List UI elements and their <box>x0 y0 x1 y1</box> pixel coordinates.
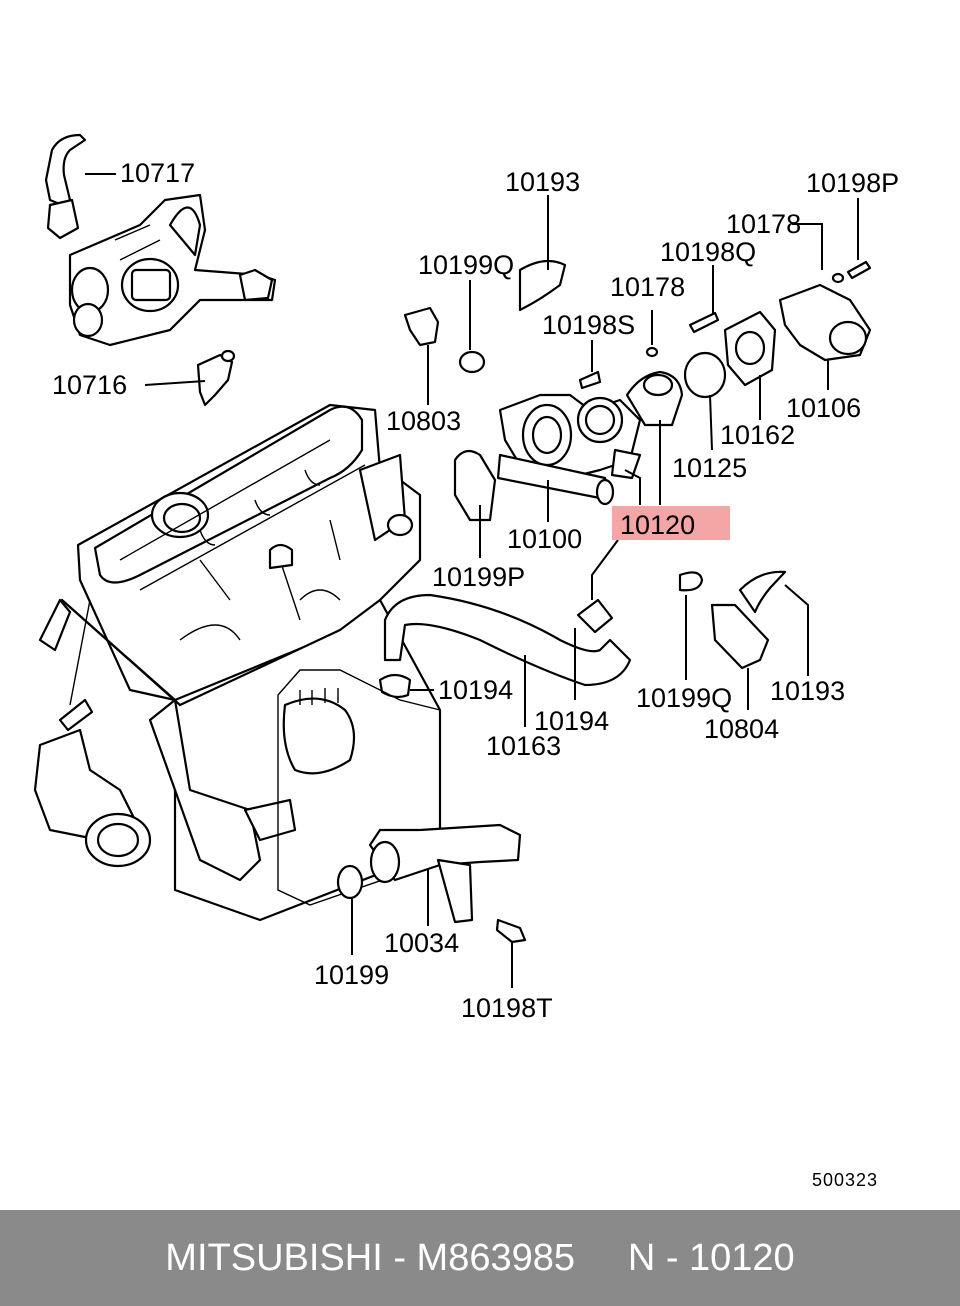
callout-10199: 10199 <box>314 960 389 990</box>
callout-10717: 10717 <box>120 158 195 188</box>
callout-10178-mid: 10178 <box>610 272 685 302</box>
footer-gap <box>575 1237 628 1280</box>
footer-bar: MITSUBISHI - M863985 N - 10120 <box>0 1210 960 1306</box>
callout-10199P: 10199P <box>432 562 525 592</box>
thermostat-housing-drawing <box>403 259 872 522</box>
footer-brand: MITSUBISHI <box>165 1236 383 1279</box>
callout-10125: 10125 <box>672 453 747 483</box>
callout-10162: 10162 <box>720 420 795 450</box>
callout-10106: 10106 <box>786 393 861 423</box>
diagram-code: 500323 <box>812 1170 879 1190</box>
footer-reference: N - 10120 <box>627 1236 795 1279</box>
turbocharger-drawing <box>44 133 277 407</box>
callout-10804: 10804 <box>704 714 779 744</box>
footer-part-number: M863985 <box>416 1236 576 1279</box>
callout-10034: 10034 <box>384 928 459 958</box>
callout-10198Q: 10198Q <box>660 237 756 267</box>
highlight-box <box>612 506 730 540</box>
callout-10120: 10120 <box>620 510 695 540</box>
callout-10198S: 10198S <box>542 310 635 340</box>
callout-10194-right: 10194 <box>534 706 609 736</box>
exploded-parts-diagram: 10717 10716 10193 10199Q 10803 10198S 10… <box>33 133 899 1023</box>
callout-10193-low: 10193 <box>770 676 845 706</box>
callout-10100: 10100 <box>507 524 582 554</box>
callout-10199Q-top: 10199Q <box>418 250 514 280</box>
callout-10163: 10163 <box>486 731 561 761</box>
footer-separator: - <box>382 1236 417 1279</box>
hose-and-pipe-drawing <box>277 570 787 944</box>
callout-10198T: 10198T <box>461 993 553 1023</box>
callout-10194-left: 10194 <box>438 675 513 705</box>
callout-10716: 10716 <box>52 370 127 400</box>
callout-10193-top: 10193 <box>505 167 580 197</box>
callout-10198P: 10198P <box>806 168 899 198</box>
engine-block-drawing <box>33 403 442 922</box>
callout-10199Q-low: 10199Q <box>636 683 732 713</box>
callout-10178-top: 10178 <box>726 209 801 239</box>
callout-10803: 10803 <box>386 406 461 436</box>
leader-lines <box>85 173 859 988</box>
